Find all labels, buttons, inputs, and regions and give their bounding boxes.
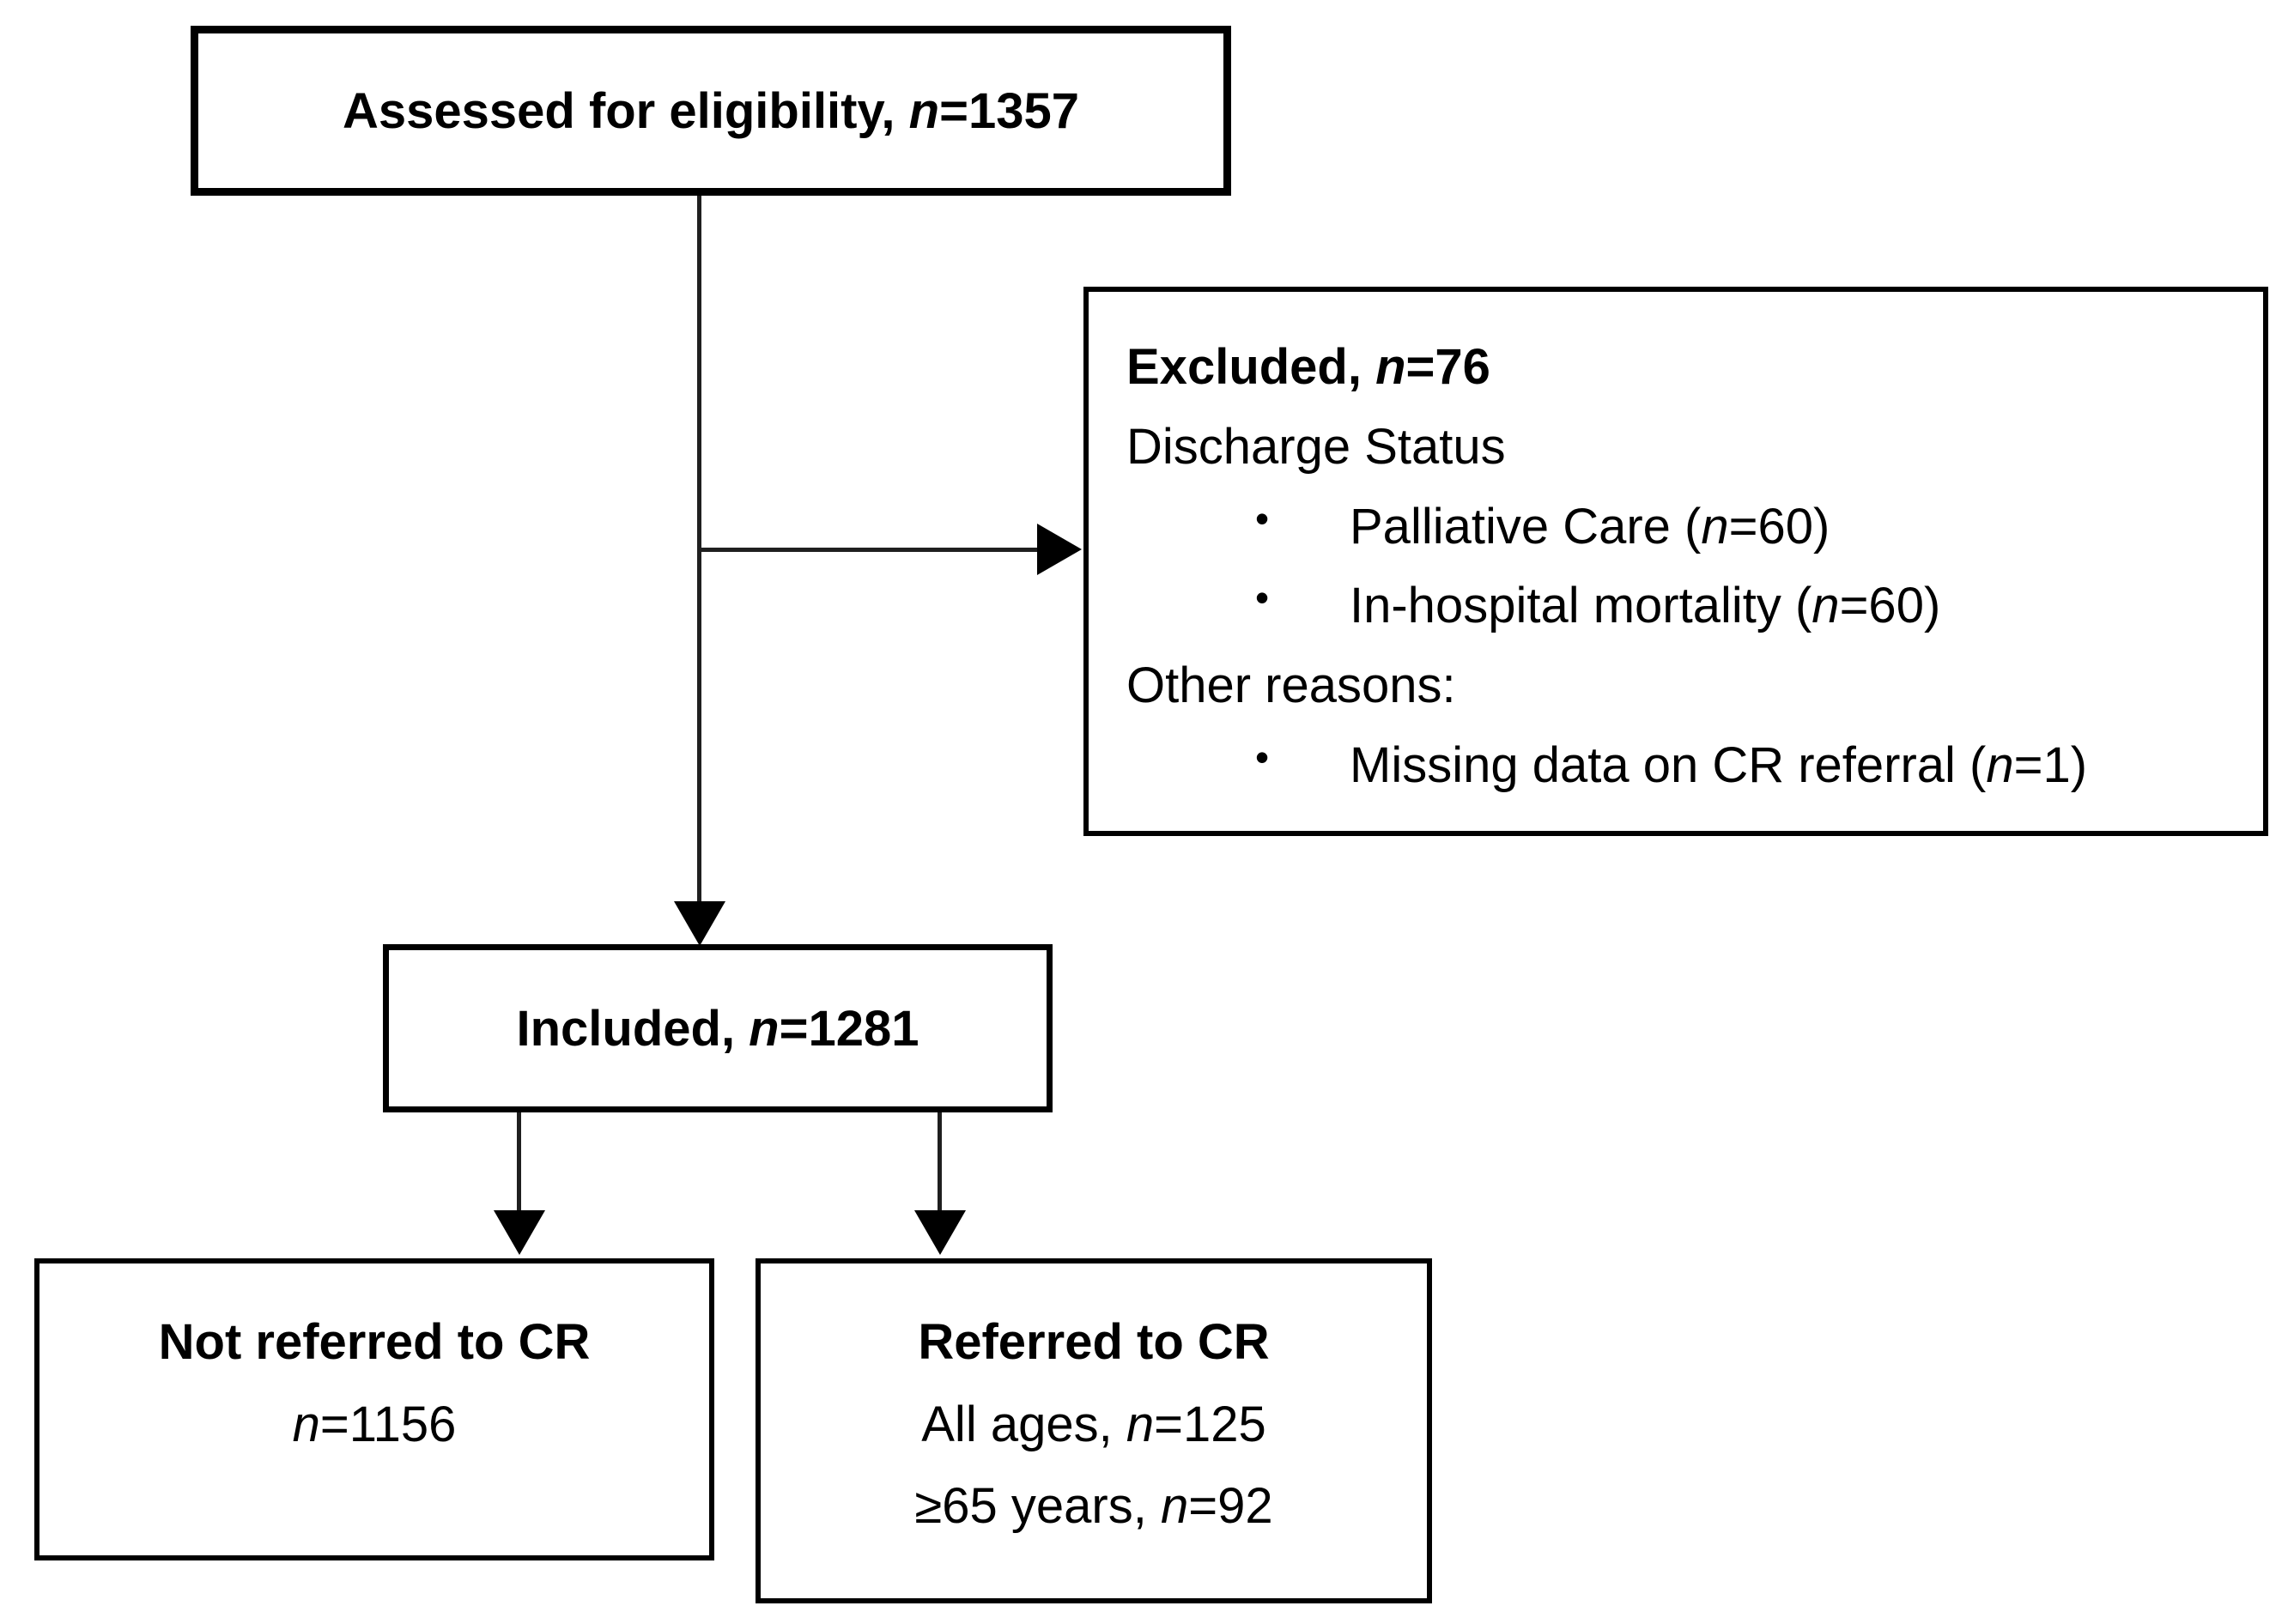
n-symbol: n (1986, 736, 2014, 793)
excluded-box: Excluded, n=76 Discharge Status • Pallia… (1083, 287, 2268, 836)
excluded-branch-connector (697, 548, 1044, 552)
excluded-bullet-missing-data: • Missing data on CR referral (n=1) (1126, 726, 2229, 806)
bullet-icon: • (1255, 575, 1270, 621)
bullet-text: In-hospital mortality (n=60) (1350, 578, 1941, 634)
excluded-title: Excluded, n=76 (1126, 339, 1490, 395)
arrowhead-down-icon (914, 1210, 966, 1255)
n-symbol: n (1375, 339, 1406, 395)
n-symbol: n (749, 1000, 780, 1057)
not-referred-connector (517, 1112, 521, 1215)
included-box: Included, n=1281 (383, 944, 1053, 1112)
n-symbol: n (1701, 498, 1729, 554)
not-referred-count: n=1156 (292, 1396, 457, 1452)
n-symbol: n (1812, 578, 1840, 634)
not-referred-box: Not referred to CR n=1156 (34, 1258, 714, 1560)
excluded-bullet-inhospital: • In-hospital mortality (n=60) (1126, 567, 2229, 646)
bullet-icon: • (1255, 734, 1270, 779)
n-symbol: n (292, 1396, 320, 1452)
included-label: Included, n=1281 (516, 1000, 919, 1057)
referred-box: Referred to CR All ages, n=125 ≥65 years… (756, 1258, 1432, 1603)
assessed-for-eligibility-box: Assessed for eligibility, n=1357 (191, 26, 1231, 196)
n-symbol: n (1126, 1396, 1155, 1452)
n-symbol: n (1160, 1478, 1189, 1535)
referred-connector (938, 1112, 942, 1215)
other-reasons-subheading: Other reasons: (1126, 657, 1456, 714)
arrowhead-down-icon (494, 1210, 545, 1255)
arrowhead-right-icon (1037, 524, 1082, 575)
bullet-text: Palliative Care (n=60) (1350, 498, 1830, 554)
bullet-icon: • (1255, 495, 1270, 541)
referred-all-ages-count: All ages, n=125 (921, 1396, 1266, 1452)
main-vertical-connector (697, 196, 701, 913)
discharge-status-subheading: Discharge Status (1126, 418, 1506, 475)
referred-title: Referred to CR (918, 1314, 1270, 1370)
referred-over-65-count: ≥65 years, n=92 (914, 1478, 1273, 1535)
n-symbol: n (908, 82, 940, 139)
assessed-label: Assessed for eligibility, n=1357 (342, 82, 1080, 139)
excluded-bullet-palliative: • Palliative Care (n=60) (1126, 488, 2229, 567)
not-referred-title: Not referred to CR (158, 1314, 591, 1370)
bullet-text: Missing data on CR referral (n=1) (1350, 736, 2088, 793)
arrowhead-down-icon (674, 901, 725, 946)
